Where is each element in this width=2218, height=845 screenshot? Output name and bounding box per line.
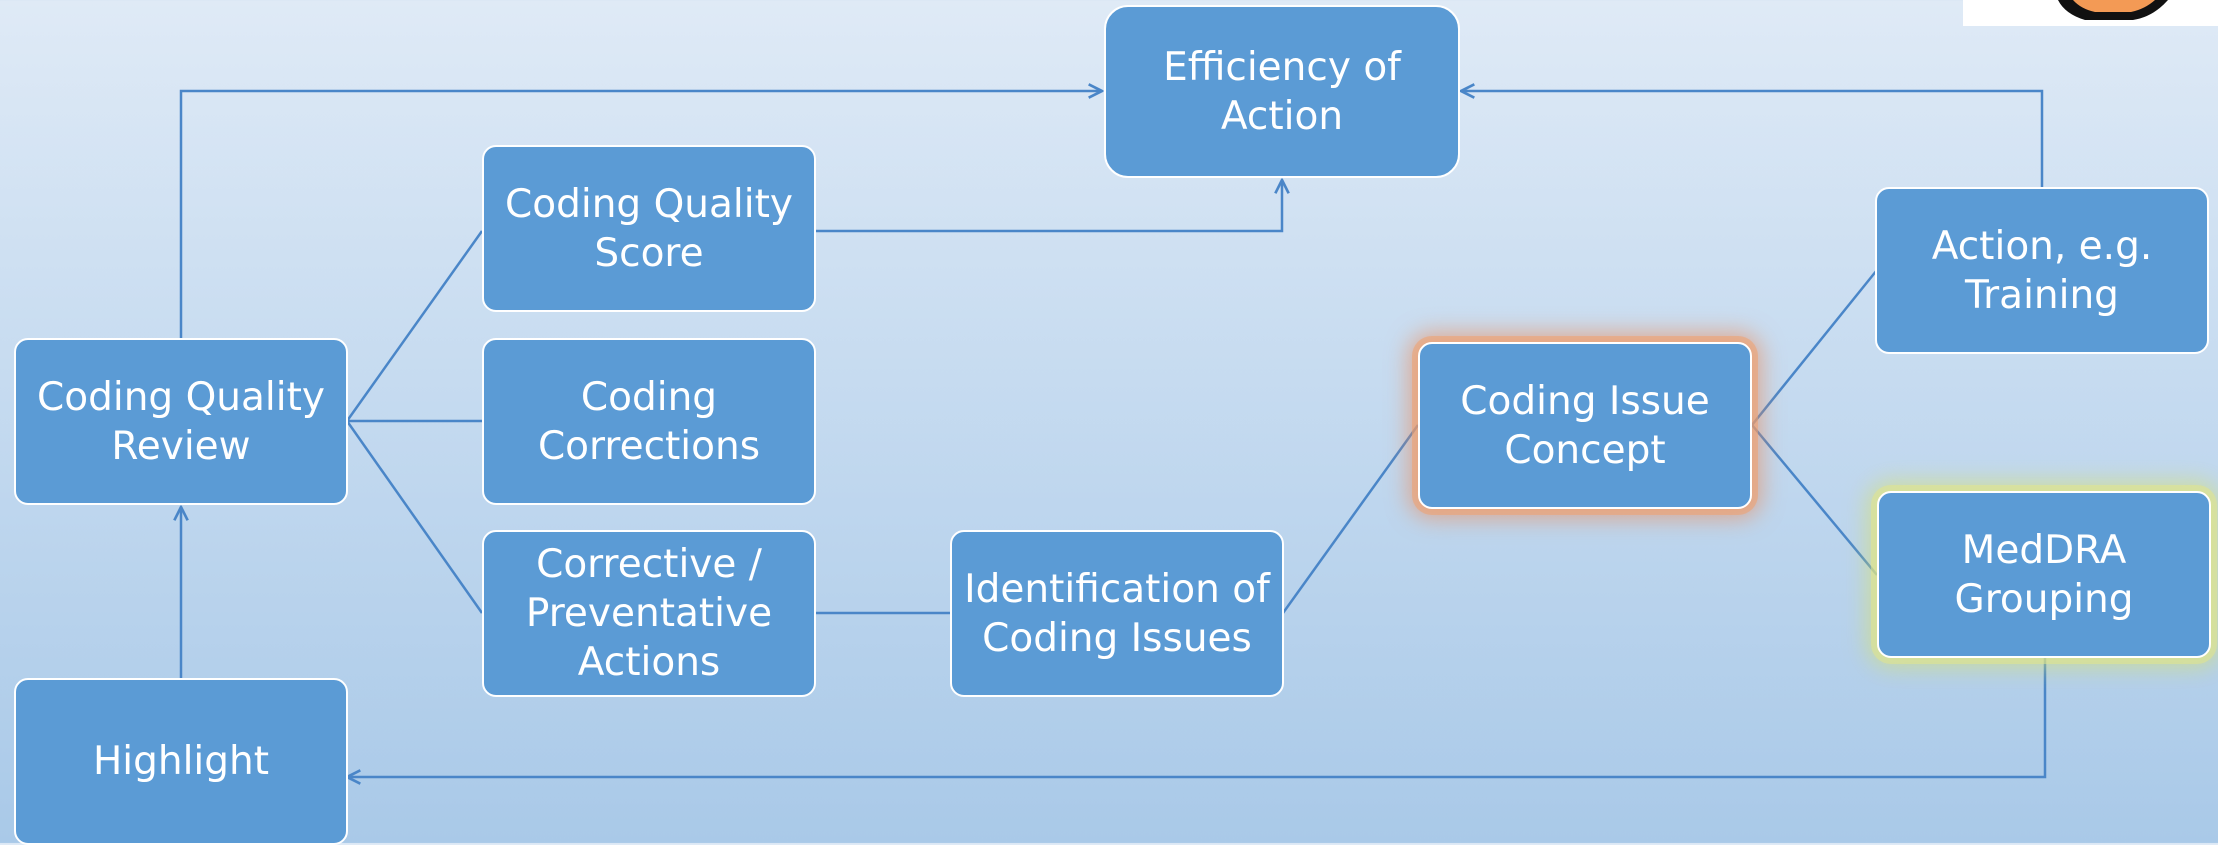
coding-quality-score-node: Coding Quality Score [482,145,816,312]
highlight-node: Highlight [14,678,348,845]
connector-concept-to-meddra [1751,424,1878,576]
action-training-node: Action, e.g. Training [1875,187,2209,354]
connector-training-to-efficiency [1461,91,2044,187]
coding-quality-review-node: Coding Quality Review [14,338,348,505]
identification-of-coding-issues-node: Identification of Coding Issues [950,530,1284,697]
connector-concept-to-training [1751,269,1878,426]
efficiency-of-action-node: Efficiency of Action [1104,5,1460,178]
connector-review-to-score [345,230,484,422]
meddra-grouping-node: MedDRA Grouping [1877,491,2211,658]
connector-meddra-to-highlight [347,655,2047,777]
corner-clipart-image [1963,0,2218,26]
connector-score-to-efficiency [815,180,1282,233]
connector-review-to-efficiency [179,91,1102,338]
connector-review-to-corrective [345,420,484,614]
coding-issue-concept-node: Coding Issue Concept [1418,342,1752,509]
corrective-preventative-actions-node: Corrective / Preventative Actions [482,530,816,697]
connector-identification-to-concept [1281,424,1420,614]
coding-corrections-node: Coding Corrections [482,338,816,505]
